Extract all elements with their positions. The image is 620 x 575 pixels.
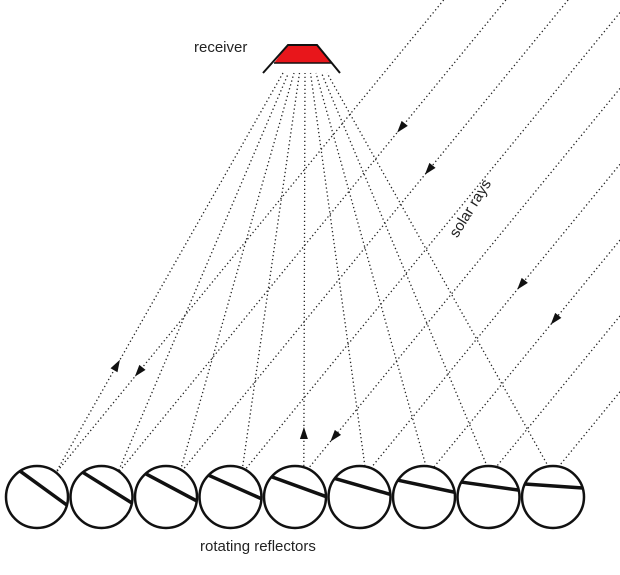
reflector-circle: [456, 464, 521, 530]
reflected-ray: [320, 72, 491, 475]
solar-ray: [427, 239, 620, 475]
arrow-icon: [110, 359, 120, 373]
mirror: [334, 476, 391, 497]
reflectors: [4, 464, 586, 530]
mirror: [524, 482, 583, 490]
rays: [54, 0, 620, 475]
reflected-ray: [54, 72, 284, 475]
arrow-icon: [330, 429, 342, 442]
reflected-ray: [303, 72, 306, 475]
reflected-ray: [240, 72, 301, 475]
solar-ray: [116, 0, 507, 475]
solar-ray: [303, 87, 620, 475]
arrow-icon: [397, 120, 408, 133]
reflected-ray: [326, 72, 554, 475]
reflector-circle: [262, 464, 328, 530]
reflectors-label: rotating reflectors: [200, 538, 316, 555]
receiver: [262, 44, 341, 74]
solar-ray: [552, 391, 620, 475]
mirror: [81, 470, 133, 505]
receiver-outline: [262, 44, 341, 74]
mirror: [18, 469, 68, 507]
receiver-body: [274, 45, 332, 63]
reflected-ray: [315, 72, 429, 475]
mirror: [270, 475, 327, 499]
mirror: [397, 478, 456, 494]
reflector-circle: [69, 464, 134, 530]
arrow-icon: [424, 162, 436, 175]
reflector-circle: [391, 464, 457, 530]
arrow-icon: [517, 277, 528, 290]
reflector-circle: [4, 464, 70, 530]
mirror: [207, 473, 263, 501]
reflected-ray: [116, 72, 290, 475]
reflector-circle: [520, 464, 586, 530]
receiver-label: receiver: [194, 39, 248, 56]
arrow-icon: [550, 312, 562, 325]
mirror: [144, 472, 198, 503]
reflector-circle: [327, 464, 392, 530]
solar-ray: [178, 0, 569, 475]
reflector-circle: [133, 464, 199, 530]
reflected-ray: [309, 72, 367, 475]
reflected-ray: [178, 72, 295, 475]
mirror: [461, 480, 519, 492]
ray-arrows: [110, 120, 562, 442]
solar-ray: [54, 0, 445, 475]
arrow-icon: [134, 364, 146, 377]
solar-ray: [489, 315, 620, 475]
solar-ray: [365, 163, 620, 475]
arrow-icon: [299, 427, 308, 440]
